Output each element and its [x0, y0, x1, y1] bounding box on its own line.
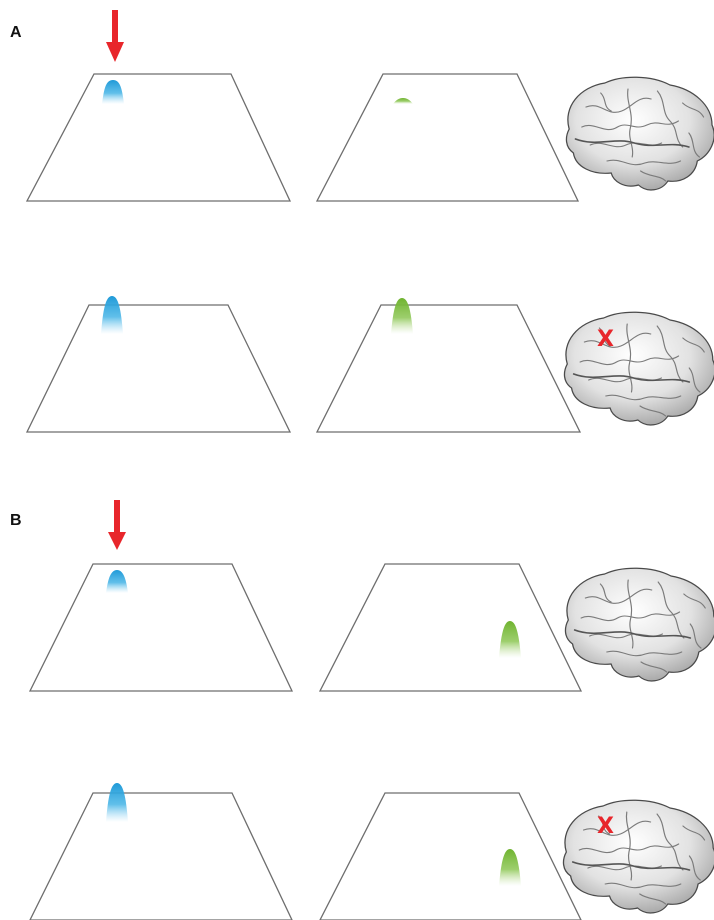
panel-b: B X: [10, 500, 714, 920]
row-b2: X: [29, 783, 714, 920]
blue-activation-peak: [106, 570, 128, 593]
brain-icon: [563, 311, 714, 426]
left-plane: [28, 563, 294, 692]
green-activation-peak: [499, 849, 521, 886]
row-a2: X: [25, 296, 714, 433]
stimulus-arrow-a: [106, 10, 124, 62]
left-plane: [29, 792, 293, 920]
left-plane: [25, 304, 292, 433]
stimulus-arrow-b: [108, 500, 126, 550]
arrow-head: [108, 532, 126, 550]
panel-label-a: A: [10, 24, 22, 41]
right-plane: [315, 73, 580, 202]
right-plane: [319, 792, 582, 920]
blue-activation-peak: [101, 296, 123, 334]
right-plane: [318, 563, 583, 692]
right-plane: [315, 304, 582, 433]
panel-a: A X: [10, 10, 714, 433]
blue-activation-peak: [106, 783, 128, 822]
blue-activation-peak: [102, 80, 124, 104]
green-activation-peak: [391, 298, 413, 334]
lesion-marker: X: [597, 327, 614, 352]
row-a1: [25, 73, 714, 202]
brain-icon: [564, 567, 714, 682]
brain-icon: [565, 76, 714, 191]
arrow-down-icon: [114, 500, 120, 534]
green-activation-peak-small: [393, 98, 413, 104]
left-plane: [25, 73, 292, 202]
arrow-down-icon: [112, 10, 118, 44]
lesion-marker: X: [597, 814, 614, 839]
brain-icon: [562, 799, 714, 914]
green-activation-peak: [499, 621, 521, 658]
row-b1: [28, 563, 714, 692]
panel-label-b: B: [10, 512, 22, 529]
arrow-head: [106, 42, 124, 62]
